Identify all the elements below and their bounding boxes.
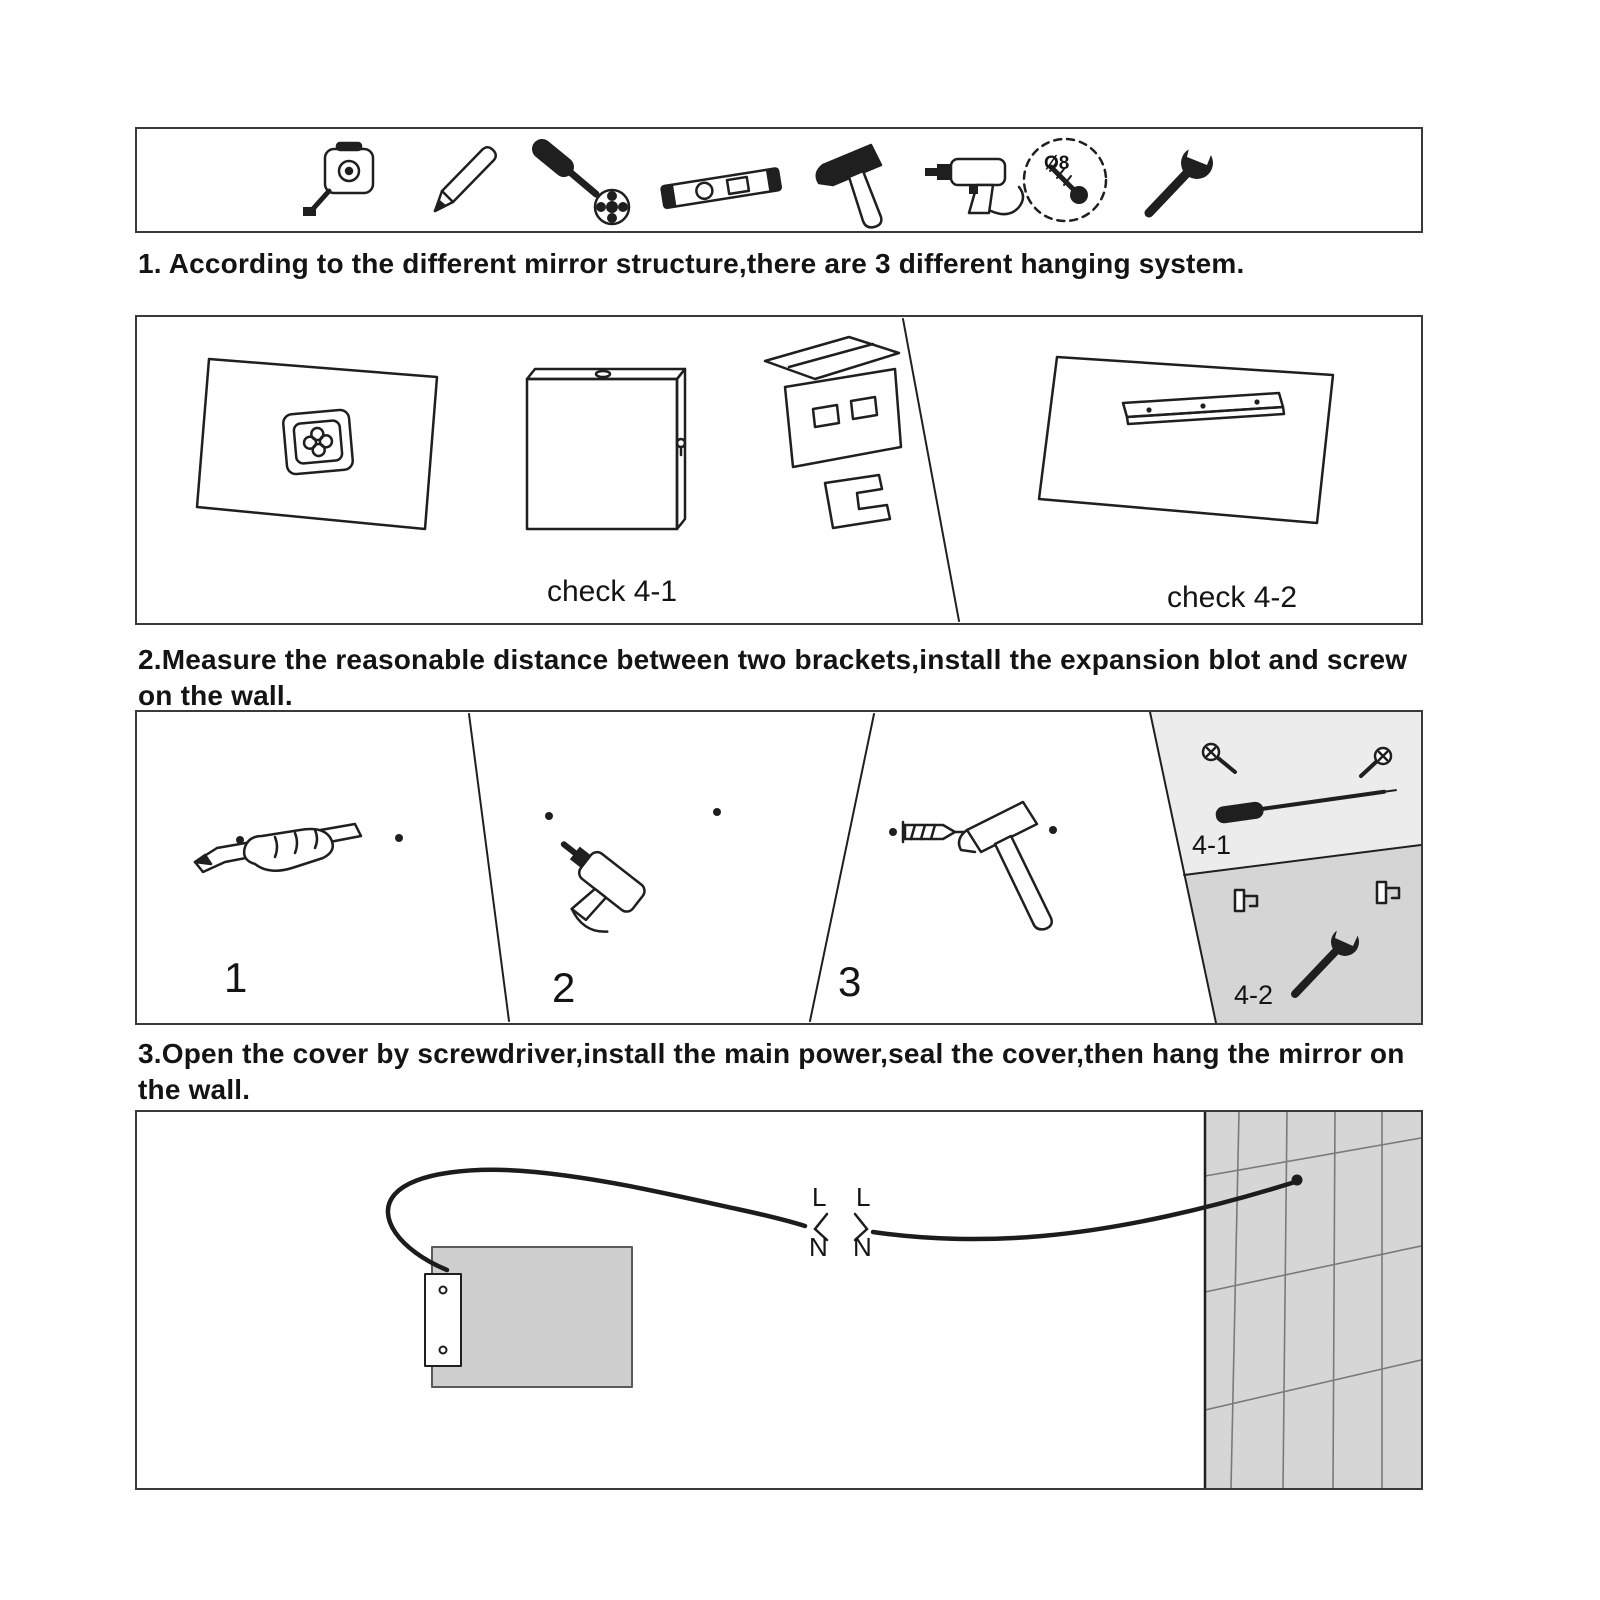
power-cable [385, 1167, 1303, 1273]
neutral-label-right: N [853, 1232, 872, 1262]
substep-3-label: 3 [838, 958, 862, 1005]
divider-1-2 [468, 713, 510, 1022]
driver-box-diagram [424, 1246, 633, 1388]
region-4-2 [1184, 845, 1421, 1023]
wiring-panel: L N L N [135, 1110, 1423, 1490]
live-label-right: L [856, 1182, 871, 1212]
hammer-icon [815, 143, 883, 229]
step3-heading-line2: the wall. [138, 1074, 251, 1105]
anchor-hammer-diagram [889, 800, 1057, 931]
hanging-systems-drawing [195, 318, 1335, 622]
substep-2-label: 2 [552, 964, 576, 1011]
drilling-diagram [545, 808, 721, 933]
step2-heading-line1: 2.Measure the reasonable distance betwee… [138, 644, 1408, 675]
screwdriver-icon [532, 139, 631, 226]
tape-measure-icon [303, 141, 375, 216]
substep-1-label: 1 [224, 954, 248, 1001]
mounting-panel: 1 2 3 4-1 4-2 [135, 710, 1423, 1025]
variant-4-2-label: 4-2 [1234, 980, 1274, 1010]
pencil-marking-diagram [193, 822, 403, 874]
wiring-drawing [385, 1112, 1421, 1488]
drill-bit-diameter-label: Ø8 [1044, 153, 1070, 174]
drill-icon [925, 157, 1025, 216]
live-label-left: L [812, 1182, 827, 1212]
check-4-2-label: check 4-2 [1167, 581, 1298, 614]
mounting-drawing [193, 712, 1421, 1023]
neutral-label-left: N [809, 1232, 828, 1262]
divider-2-3 [809, 713, 875, 1022]
folded-bracket-diagram [763, 335, 903, 530]
tools-drawing [303, 137, 1215, 229]
screws-screwdriver-diagram [1201, 742, 1398, 824]
mirror-square-bracket-diagram [195, 357, 439, 531]
tools-panel: Ø8 [135, 127, 1423, 233]
keyhole-box-diagram [525, 367, 687, 531]
check-4-1-label: check 4-1 [547, 575, 678, 608]
variant-4-1-label: 4-1 [1192, 830, 1232, 860]
drill-bit-gauge-icon [1022, 137, 1108, 223]
step1-heading: 1. According to the different mirror str… [138, 248, 1245, 279]
hooks-wrench-diagram [1233, 880, 1401, 998]
step2-heading-line2: on the wall. [138, 680, 293, 711]
hanging-panel-divider [902, 318, 960, 622]
wrench-icon [1144, 139, 1215, 218]
tiled-wall-diagram [1203, 1112, 1421, 1488]
divider-3-4 [1149, 712, 1217, 1023]
mirror-bar-bracket-diagram [1037, 355, 1335, 525]
level-icon [660, 167, 782, 210]
divider-41-42 [1183, 844, 1421, 876]
pencil-icon [433, 146, 497, 213]
step3-heading-line1: 3.Open the cover by screwdriver,install … [138, 1038, 1405, 1069]
hanging-systems-panel: check 4-1 check 4-2 [135, 315, 1423, 625]
